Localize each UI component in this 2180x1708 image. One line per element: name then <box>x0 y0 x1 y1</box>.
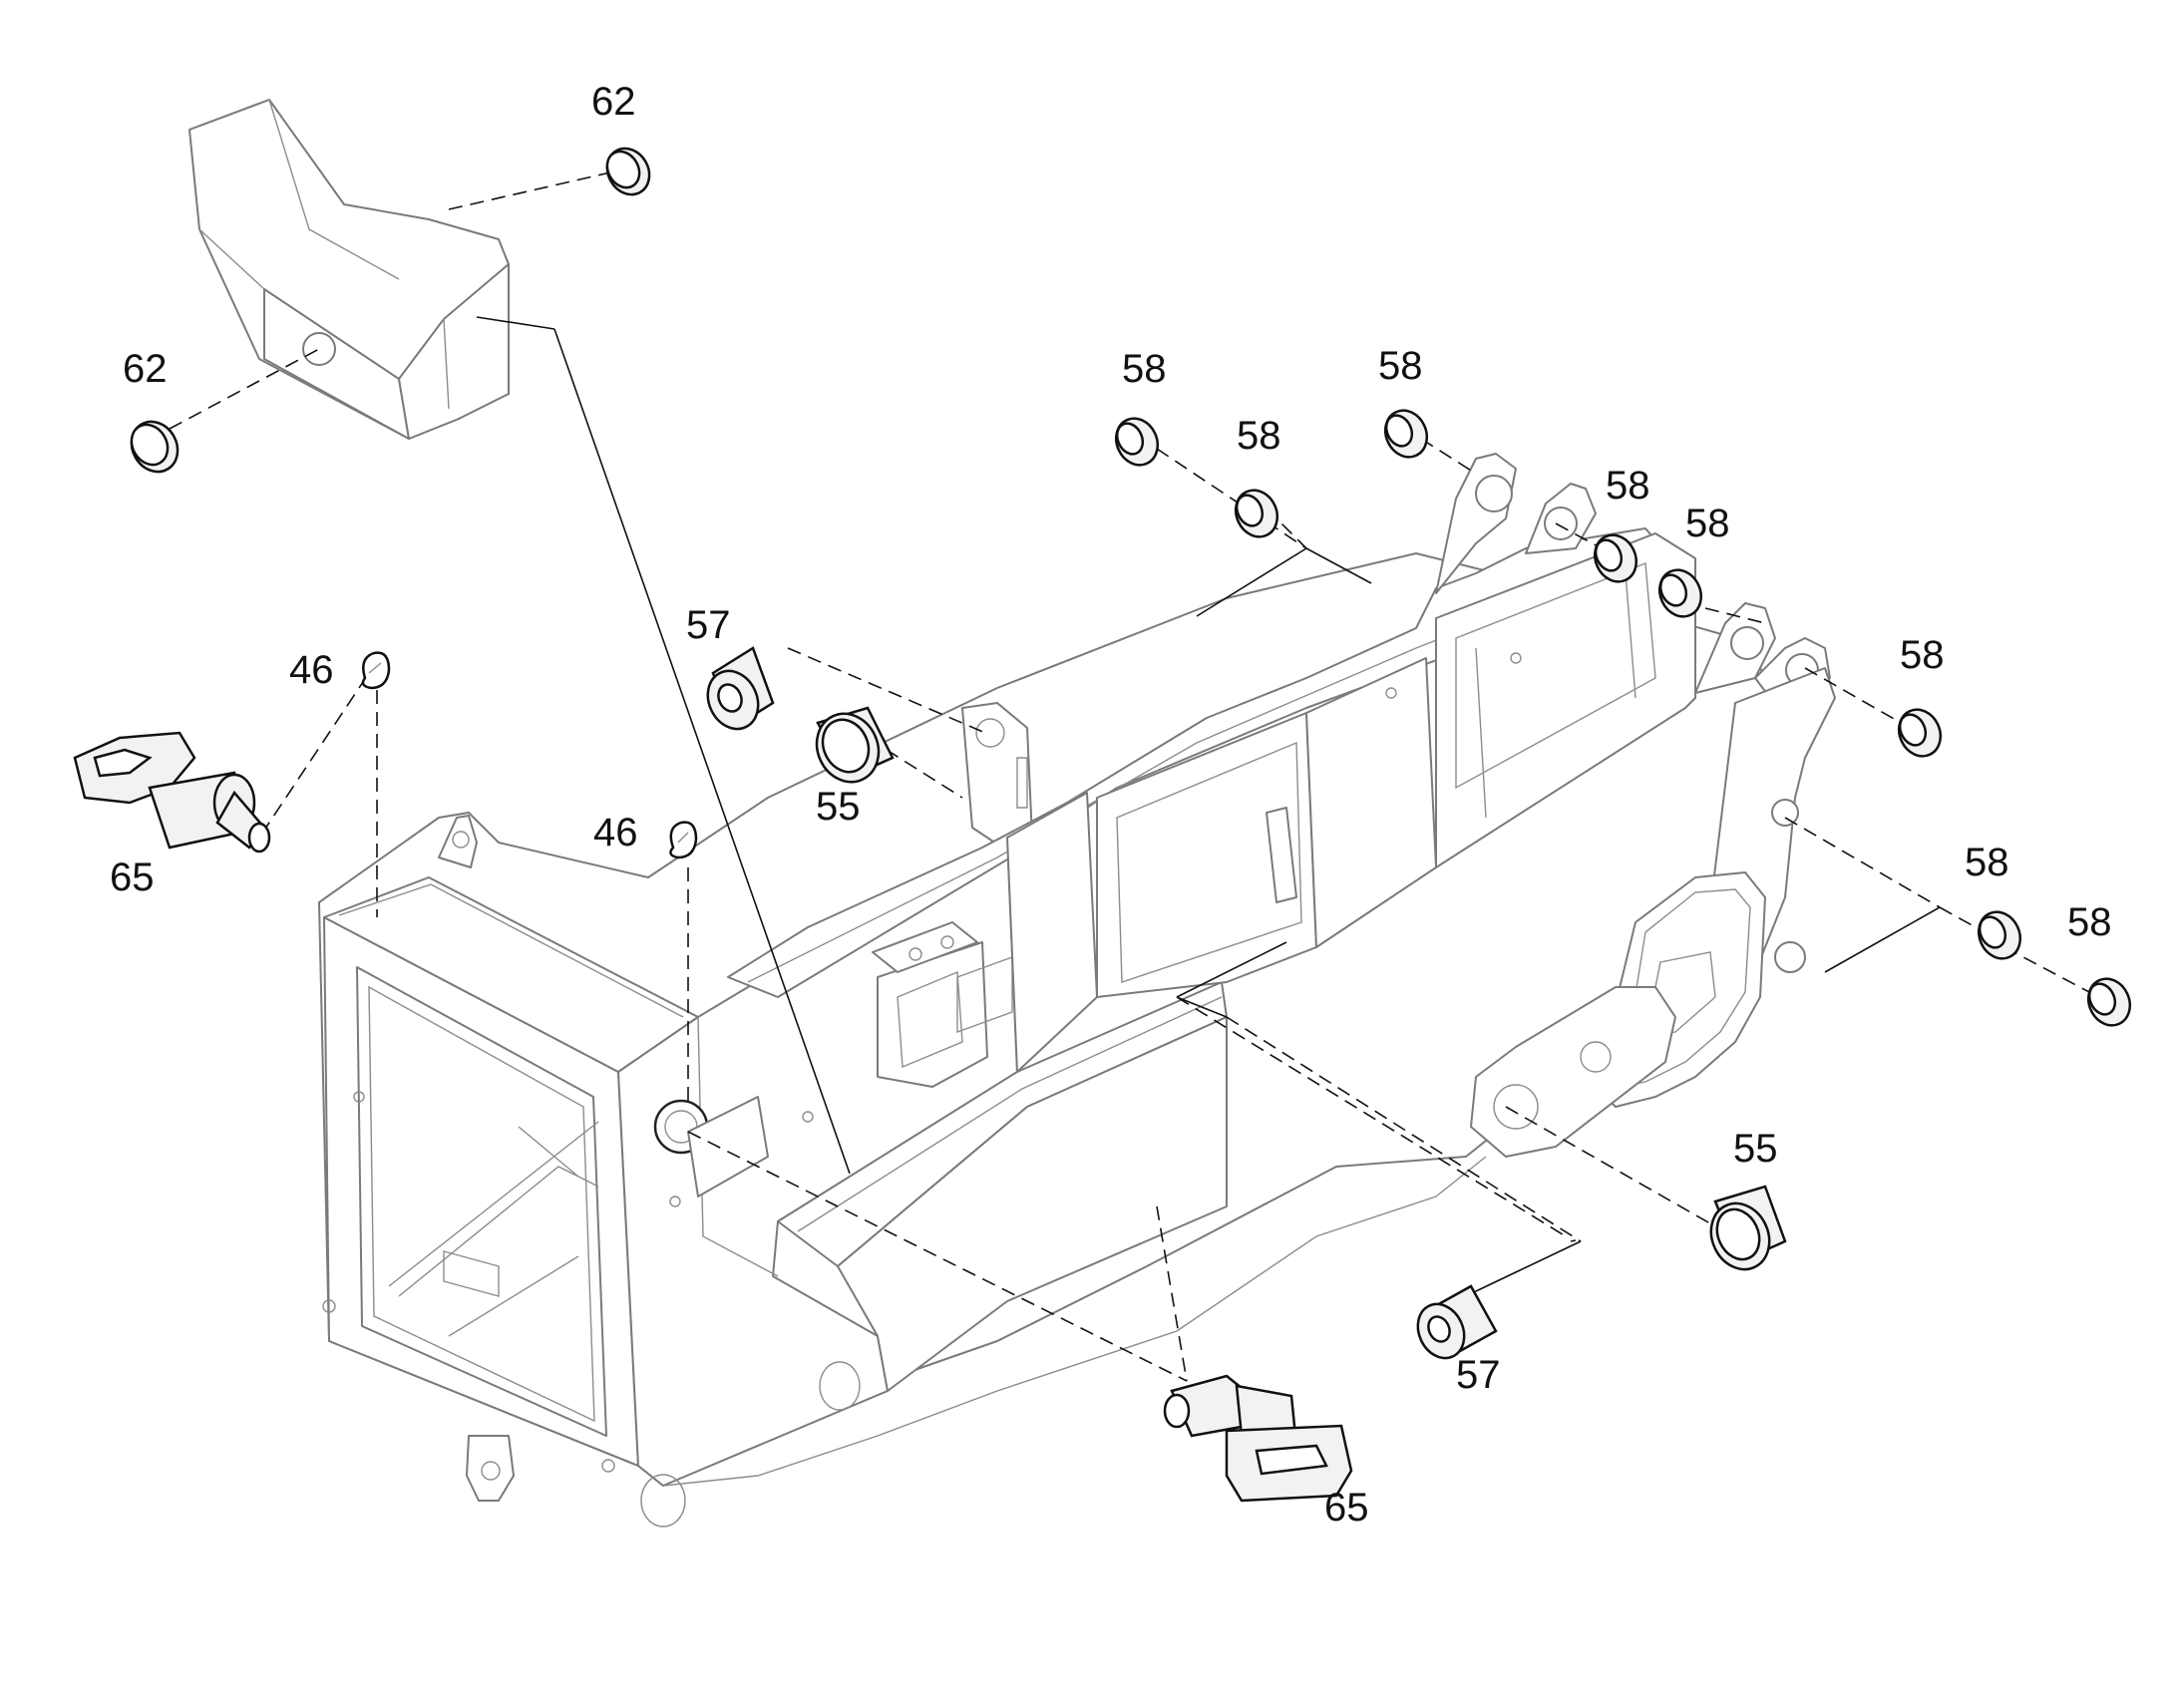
callout-58-f: 58 <box>1900 633 1945 677</box>
callout-57-bottom: 57 <box>1456 1353 1501 1397</box>
callout-62-left: 62 <box>123 347 168 391</box>
bushing-62-left <box>130 420 180 474</box>
pin-65-left <box>73 731 271 854</box>
callout-58-h: 58 <box>2067 900 2112 944</box>
cab-mount-bracket <box>188 99 510 440</box>
pin-65-bottom <box>1163 1374 1353 1503</box>
callout-55-right: 55 <box>1733 1127 1778 1171</box>
bushing-58-b <box>1234 489 1279 538</box>
bushing-58-d <box>1593 533 1638 583</box>
callout-65-bottom: 65 <box>1324 1486 1369 1530</box>
callout-58-a: 58 <box>1122 347 1167 391</box>
callout-58-d: 58 <box>1606 464 1650 508</box>
bushing-58-h <box>2086 977 2132 1027</box>
callout-62-top: 62 <box>591 80 636 124</box>
bushing-57-top <box>706 646 775 731</box>
callout-58-e: 58 <box>1685 502 1730 545</box>
callout-58-c: 58 <box>1378 344 1423 388</box>
callout-58-g: 58 <box>1965 841 2009 884</box>
loader-frame <box>318 453 1836 1528</box>
callout-57-top: 57 <box>686 603 731 647</box>
bushing-58-f <box>1897 708 1943 758</box>
callout-labels: 62 62 58 58 58 58 58 58 58 58 57 57 55 5… <box>110 80 2112 1530</box>
callout-46-left: 46 <box>289 648 334 692</box>
leader-lines <box>169 171 2090 1382</box>
bushing-58-c <box>1383 409 1429 459</box>
bushing-58-e <box>1657 568 1703 618</box>
bushing-57-bottom <box>1416 1284 1498 1360</box>
bushing-62-top <box>605 147 651 196</box>
bearing-55-right <box>1709 1185 1787 1271</box>
clip-46-mid <box>669 821 698 859</box>
callout-46-mid: 46 <box>593 811 638 854</box>
callout-55-top: 55 <box>816 785 861 829</box>
callout-58-b: 58 <box>1237 414 1281 458</box>
bearing-55-top <box>815 706 895 784</box>
bushing-58-g <box>1977 910 2022 960</box>
clip-46-left <box>361 651 391 690</box>
bushing-58-a <box>1114 417 1160 467</box>
callout-65-left: 65 <box>110 855 155 899</box>
